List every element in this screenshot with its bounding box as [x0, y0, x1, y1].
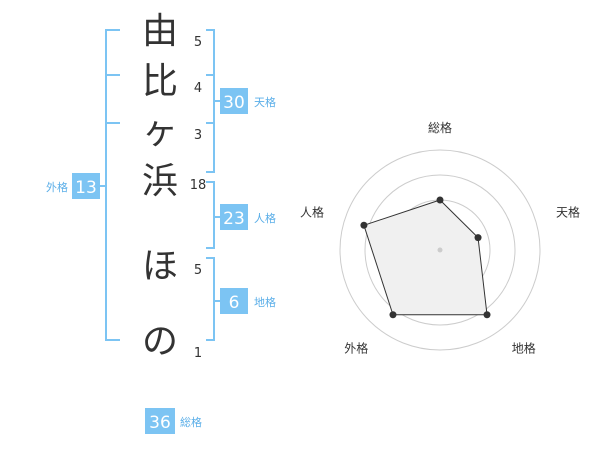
name-char-3: ヶ — [142, 111, 178, 152]
jinkaku-label: 人格 — [254, 211, 276, 225]
name-char-1: 由 — [142, 11, 178, 52]
radar-axis-label-2: 天格 — [556, 204, 580, 219]
stroke-count-5: 5 — [194, 263, 202, 278]
radar-point-2 — [474, 234, 482, 242]
name-char-2: 比 — [142, 61, 178, 102]
radar-point-4 — [389, 311, 397, 319]
stroke-count-3: 3 — [194, 128, 202, 143]
radar-shape — [363, 199, 488, 316]
stroke-count-1: 5 — [194, 35, 202, 50]
radar-axis-label-4: 外格 — [344, 341, 368, 356]
soukaku-label: 総格 — [180, 415, 202, 429]
stroke-counts: 5 4 3 18 5 1 — [190, 35, 207, 361]
soukaku-box: 36 総格 — [145, 408, 202, 434]
tenkaku-label: 天格 — [254, 95, 276, 109]
jinkaku-box: 23 人格 — [220, 204, 276, 230]
radar-axis-label-1: 総格 — [428, 120, 452, 135]
gaikaku-box: 13 外格 — [46, 173, 100, 199]
name-char-5: ほ — [142, 246, 178, 287]
stroke-count-4: 18 — [190, 178, 207, 193]
radar-point-3 — [483, 311, 491, 319]
name-char-6: の — [142, 321, 178, 362]
chikaku-label: 地格 — [254, 295, 276, 309]
jinkaku-bracket — [206, 181, 220, 249]
soukaku-value: 36 — [149, 413, 171, 433]
jinkaku-value: 23 — [223, 209, 245, 229]
radar-point-1 — [436, 196, 444, 204]
radar-points — [360, 196, 491, 319]
tenkaku-box: 30 天格 — [220, 88, 276, 114]
radar-grid-ring — [339, 149, 541, 351]
chikaku-box: 6 地格 — [220, 288, 276, 314]
radar-axis-label-5: 人格 — [300, 204, 324, 219]
radar-center-dot — [437, 247, 443, 253]
gaikaku-label: 外格 — [46, 180, 68, 194]
stroke-count-6: 1 — [194, 346, 202, 361]
chikaku-value: 6 — [229, 293, 240, 313]
name-char-4: 浜 — [142, 161, 178, 202]
radar-grid-ring — [364, 174, 516, 326]
stroke-count-2: 4 — [194, 81, 202, 96]
chikaku-bracket — [206, 257, 220, 341]
tenkaku-value: 30 — [223, 93, 245, 113]
tenkaku-bracket — [206, 29, 220, 173]
name-characters: 由 比 ヶ 浜 ほ の — [142, 11, 178, 362]
gaikaku-value: 13 — [75, 178, 97, 198]
radar-axis-label-3: 地格 — [512, 341, 536, 356]
gaikaku-bracket — [100, 29, 120, 341]
radar-point-5 — [360, 221, 368, 229]
